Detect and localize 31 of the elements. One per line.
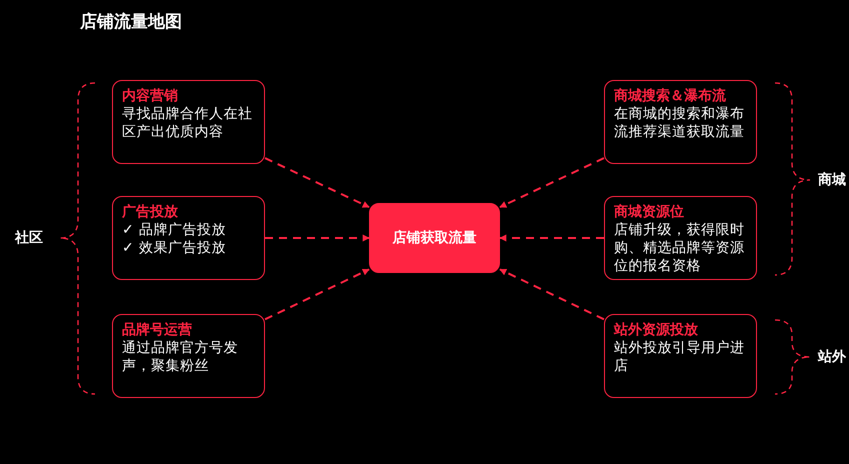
center-box bbox=[369, 203, 500, 273]
box-text: 站外投放引导用户进店 bbox=[614, 339, 746, 375]
box-text: 寻找品牌合作人在社区产出优质内容 bbox=[122, 105, 254, 141]
arrow bbox=[265, 234, 370, 242]
box-text: ✓ 品牌广告投放 bbox=[122, 221, 228, 239]
process-box bbox=[604, 196, 757, 280]
process-box bbox=[112, 80, 265, 164]
process-box bbox=[112, 314, 265, 398]
group-label: 社区 bbox=[15, 229, 43, 247]
process-box bbox=[604, 80, 757, 164]
title: 店铺流量地图 bbox=[80, 11, 182, 33]
box-heading: 品牌号运营 bbox=[122, 321, 193, 339]
box-heading: 广告投放 bbox=[122, 203, 179, 221]
box-heading: 内容营销 bbox=[122, 87, 179, 105]
process-box bbox=[112, 196, 265, 280]
box-text: 通过品牌官方号发声，聚集粉丝 bbox=[122, 339, 239, 375]
box-text: ✓ 效果广告投放 bbox=[122, 239, 228, 257]
arrow bbox=[499, 157, 604, 208]
arrow bbox=[499, 234, 604, 242]
box-heading: 商城资源位 bbox=[614, 203, 685, 221]
group-label: 站外 bbox=[818, 348, 846, 366]
group-label: 商城 bbox=[818, 171, 846, 189]
box-text: 店铺获取流量 bbox=[392, 229, 476, 247]
arrow bbox=[264, 268, 370, 320]
box-text: 在商城的搜索和瀑布流推荐渠道获取流量 bbox=[614, 105, 746, 141]
arrow bbox=[499, 268, 604, 320]
process-box bbox=[604, 314, 757, 398]
box-text: 店铺升级，获得限时购、精选品牌等资源位的报名资格 bbox=[614, 221, 746, 275]
box-heading: 站外资源投放 bbox=[614, 321, 699, 339]
arrow bbox=[264, 157, 370, 208]
box-heading: 商城搜索＆瀑布流 bbox=[614, 87, 727, 105]
